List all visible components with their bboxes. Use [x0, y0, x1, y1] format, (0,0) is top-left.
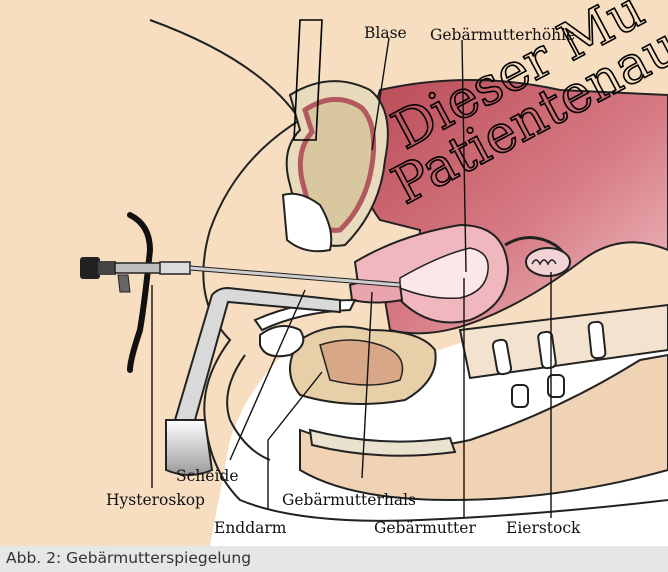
label-gebaermutterhoehle: Gebärmutterhöhle	[430, 26, 575, 44]
label-eierstock: Eierstock	[506, 519, 581, 537]
label-gebaermutterhals: Gebärmutterhals	[282, 491, 416, 509]
label-gebaermutter: Gebärmutter	[374, 519, 476, 537]
caption-bar: Abb. 2: Gebärmutterspiegelung	[0, 546, 668, 572]
anatomy-illustration: Dieser Mu Patientenauf Blase Gebärmutter…	[0, 0, 668, 546]
figure-caption: Abb. 2: Gebärmutterspiegelung	[6, 549, 251, 567]
label-hysteroskop: Hysteroskop	[106, 491, 205, 509]
label-blase: Blase	[364, 24, 407, 42]
label-enddarm: Enddarm	[214, 519, 287, 537]
label-scheide: Scheide	[176, 467, 239, 485]
perineum-shape	[260, 326, 303, 356]
